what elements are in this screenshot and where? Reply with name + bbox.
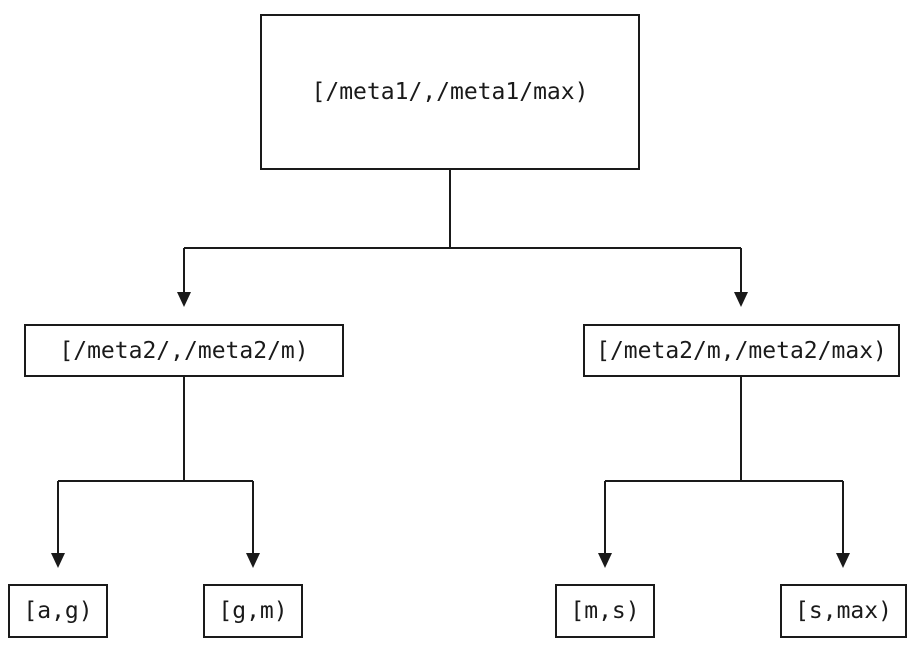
arrow-down-icon <box>177 292 191 307</box>
node-leaf-gm: [g,m) <box>203 584 303 638</box>
node-meta2-high: [/meta2/m,/meta2/max) <box>583 324 900 377</box>
node-meta2-low-label: [/meta2/,/meta2/m) <box>59 337 309 364</box>
node-leaf-smax: [s,max) <box>780 584 907 638</box>
node-meta2-low: [/meta2/,/meta2/m) <box>24 324 344 377</box>
node-root-label: [/meta1/,/meta1/max) <box>311 79 589 105</box>
arrow-down-icon <box>598 553 612 568</box>
arrow-down-icon <box>51 553 65 568</box>
node-leaf-ms: [m,s) <box>555 584 655 638</box>
node-leaf-ag-label: [a,g) <box>23 598 93 624</box>
node-leaf-gm-label: [g,m) <box>218 598 288 624</box>
node-root: [/meta1/,/meta1/max) <box>260 14 640 170</box>
arrow-down-icon <box>836 553 850 568</box>
node-meta2-high-label: [/meta2/m,/meta2/max) <box>596 337 887 364</box>
node-leaf-ag: [a,g) <box>8 584 108 638</box>
node-leaf-smax-label: [s,max) <box>795 598 892 624</box>
arrow-down-icon <box>246 553 260 568</box>
arrow-down-icon <box>734 292 748 307</box>
node-leaf-ms-label: [m,s) <box>570 598 640 624</box>
